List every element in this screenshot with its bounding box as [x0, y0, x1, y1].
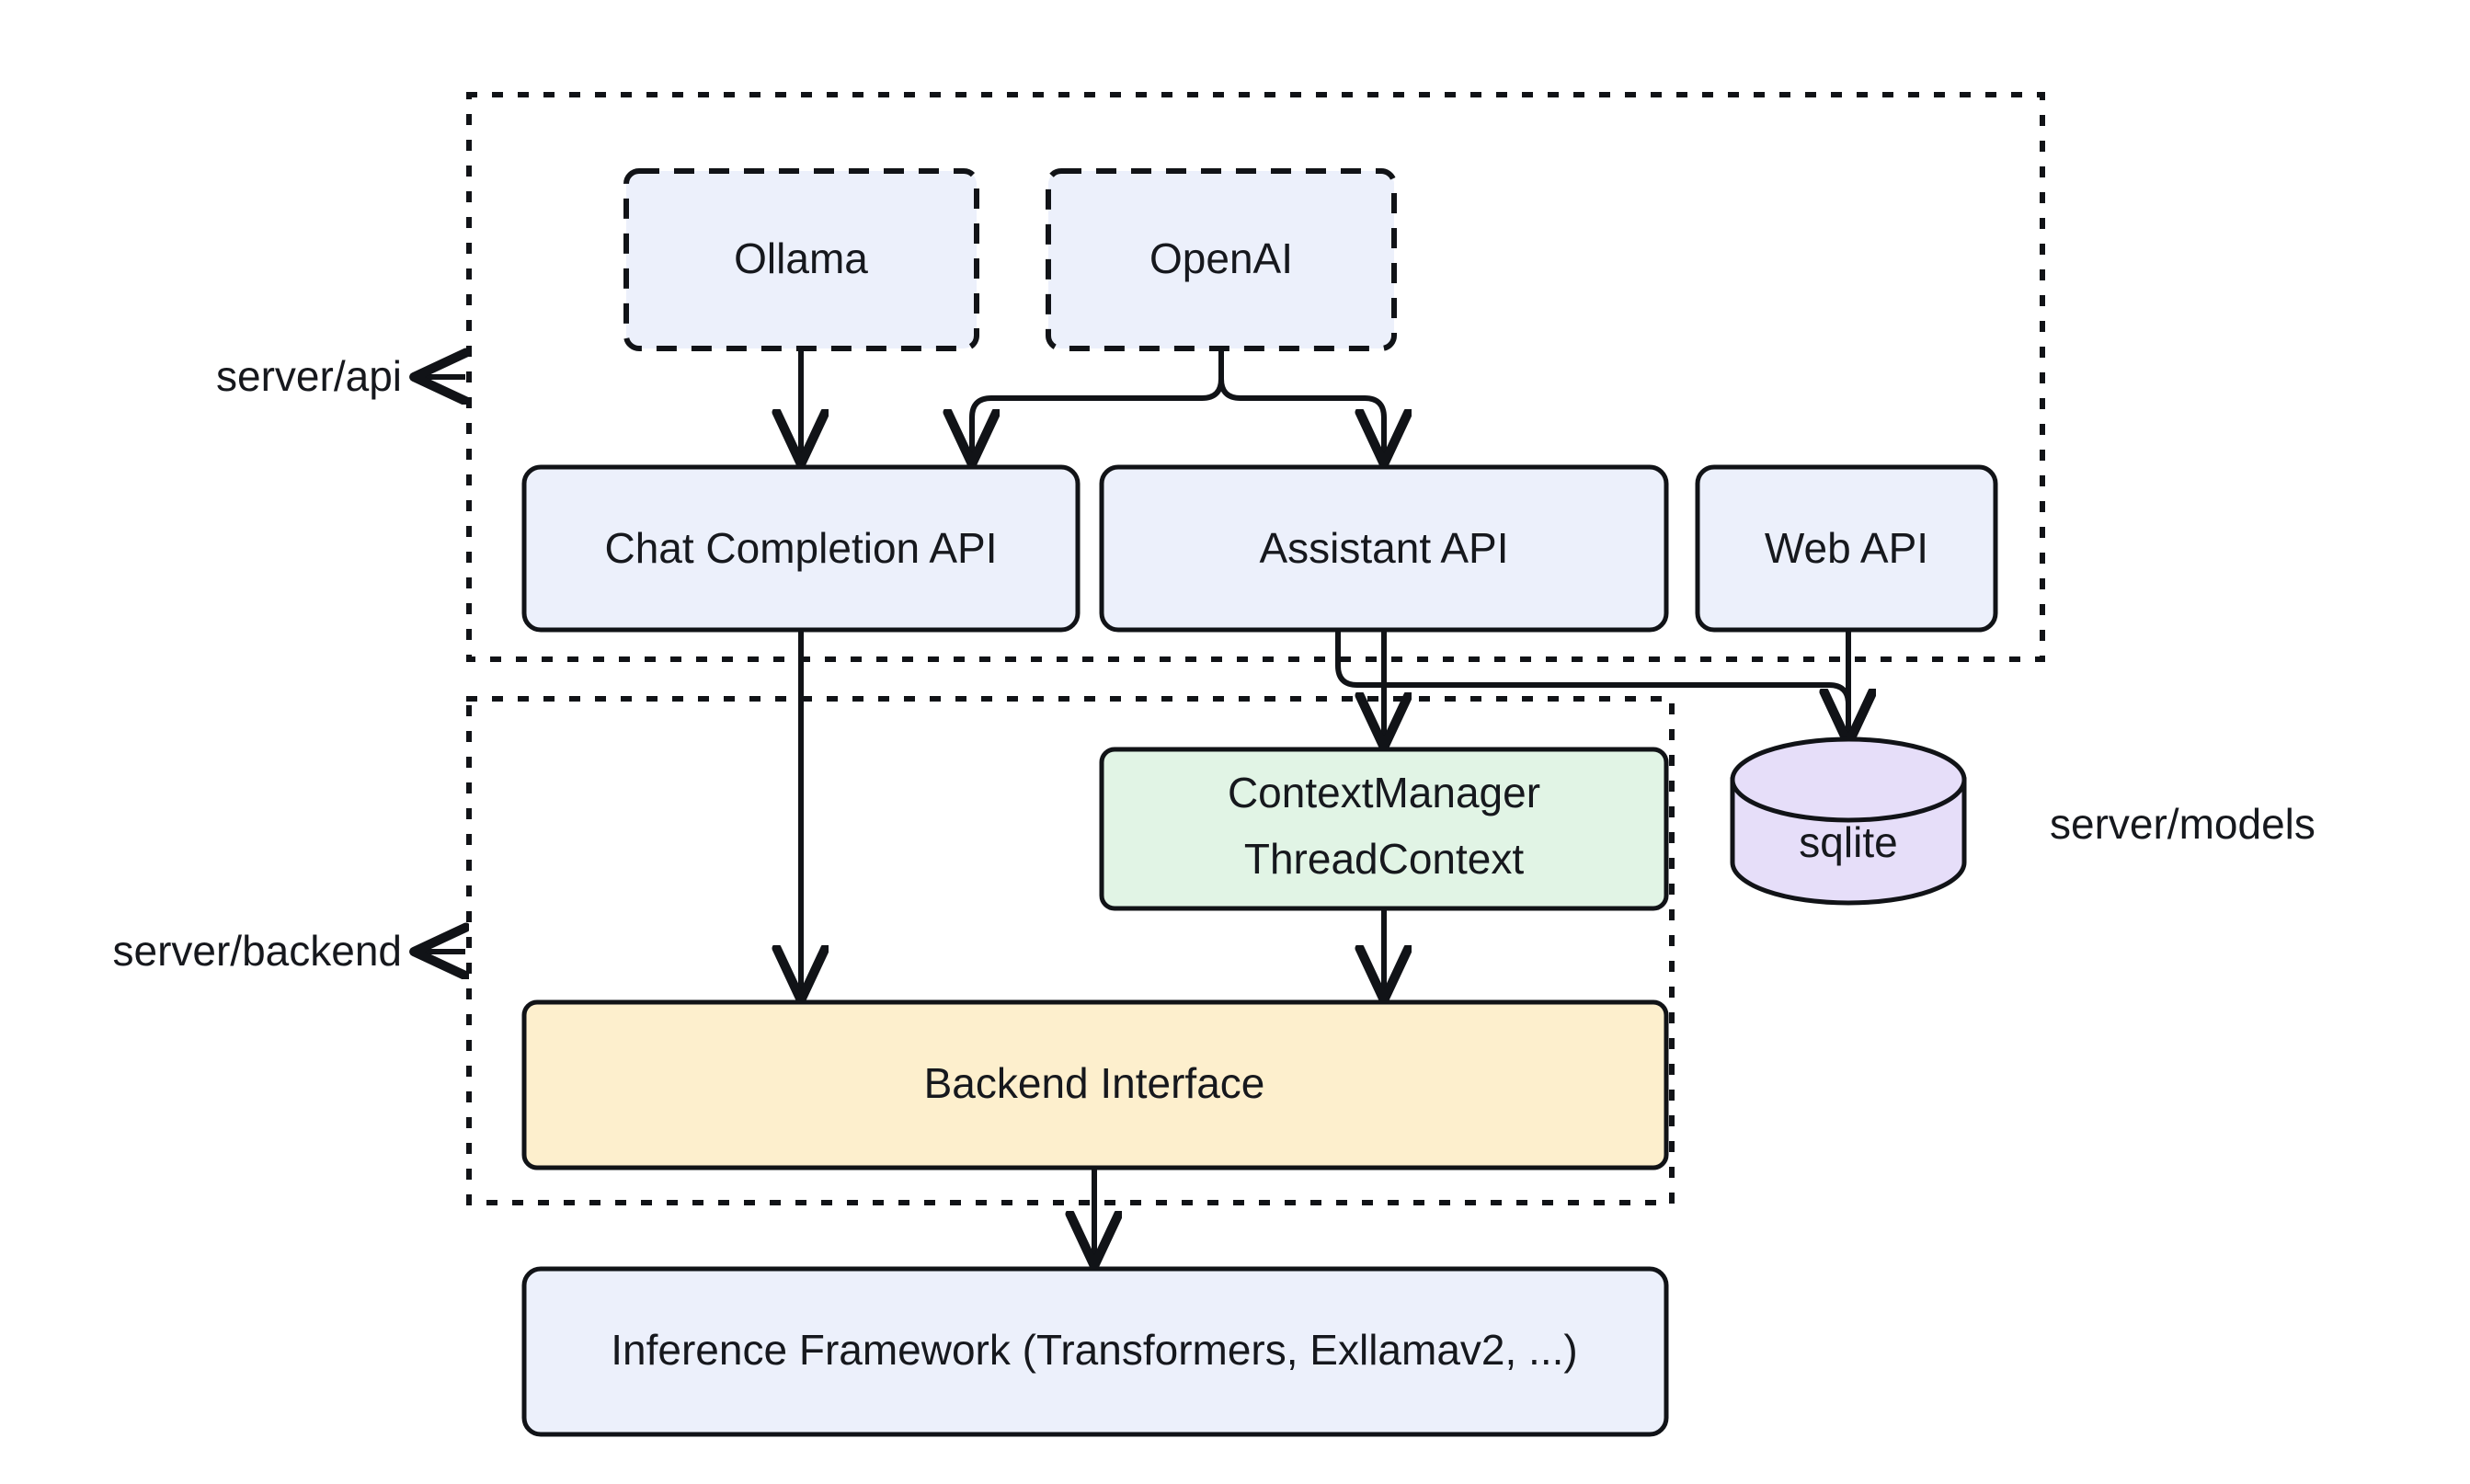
node-ollama[interactable]: Ollama: [623, 168, 979, 351]
node-chat-completion-api[interactable]: Chat Completion API: [521, 464, 1081, 633]
node-sqlite[interactable]: sqlite: [1730, 736, 1967, 906]
node-inference-framework[interactable]: Inference Framework (Transformers, Exlla…: [521, 1266, 1669, 1437]
edge-openai-to-assistant-api: [1218, 348, 1384, 460]
node-web-api[interactable]: Web API: [1695, 464, 1998, 633]
node-web-api-label: Web API: [1765, 524, 1928, 572]
node-assistant-api[interactable]: Assistant API: [1099, 464, 1669, 633]
node-ollama-label: Ollama: [734, 234, 868, 282]
node-ollama-shape: [623, 168, 979, 351]
group-label-backend: server/backend: [113, 927, 403, 975]
node-backend-interface-label: Backend Interface: [924, 1059, 1265, 1107]
node-inference-framework-label: Inference Framework (Transformers, Exlla…: [611, 1326, 1577, 1374]
node-web-api-shape: [1695, 464, 1998, 633]
node-sqlite-top: [1730, 736, 1967, 823]
node-chat-completion-api-label: Chat Completion API: [604, 524, 997, 572]
node-context-manager[interactable]: ContextManager ThreadContext: [1099, 747, 1669, 911]
node-backend-interface[interactable]: Backend Interface: [521, 999, 1669, 1170]
node-context-manager-label-line1: ContextManager: [1228, 769, 1540, 816]
node-context-manager-label-line2: ThreadContext: [1244, 835, 1524, 883]
node-openai-shape: [1046, 168, 1397, 351]
node-openai[interactable]: OpenAI: [1046, 168, 1397, 351]
edge-openai-to-chat-completion-api: [972, 348, 1224, 460]
node-inference-framework-shape: [521, 1266, 1669, 1437]
node-context-manager-shape: [1099, 747, 1669, 911]
node-assistant-api-shape: [1099, 464, 1669, 633]
node-openai-label: OpenAI: [1149, 234, 1293, 282]
node-backend-interface-shape: [521, 999, 1669, 1170]
edge-assistant-api-to-sqlite: [1335, 630, 1848, 739]
group-label-models: server/models: [2050, 800, 2316, 848]
group-label-api: server/api: [216, 352, 402, 400]
node-chat-completion-api-shape: [521, 464, 1081, 633]
node-assistant-api-label: Assistant API: [1259, 524, 1508, 572]
node-sqlite-label: sqlite: [1799, 818, 1897, 866]
